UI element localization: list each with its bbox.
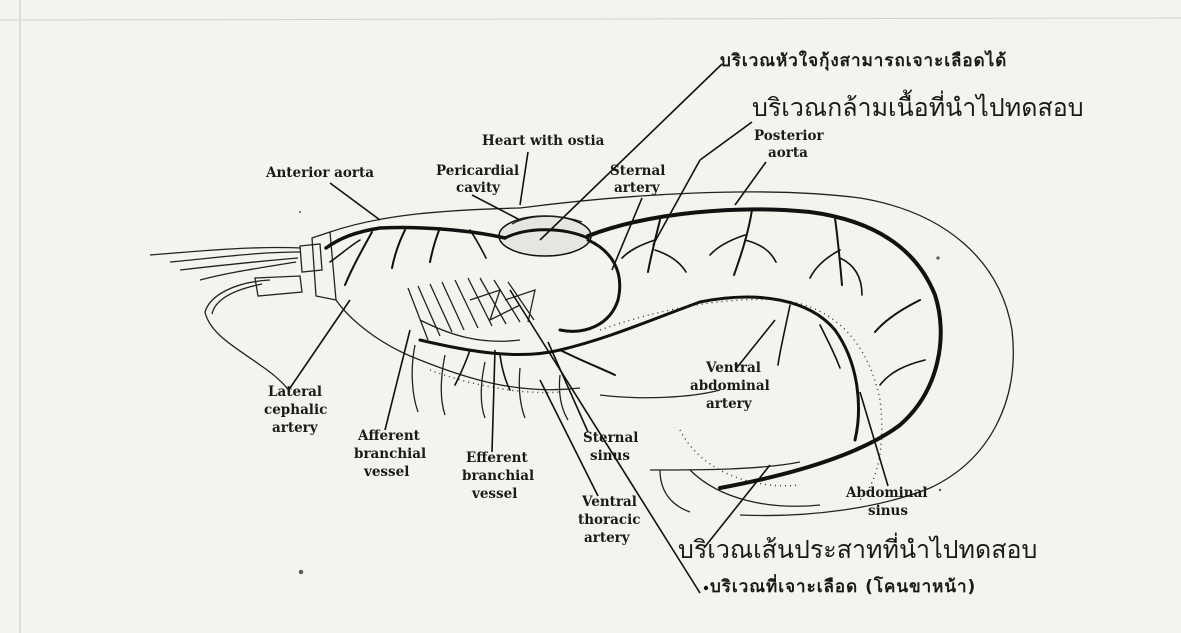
label-posterior-aorta: Posterior aorta bbox=[754, 128, 828, 161]
english-labels: Heart with ostia Pericardial cavity Ster… bbox=[264, 128, 932, 546]
label-anterior-aorta: Anterior aorta bbox=[265, 165, 374, 181]
label-afferent-branchial-vessel: Afferent branchial vessel bbox=[354, 428, 431, 480]
label-heart-blood-area: บริเวณหัวใจกุ้งสามารถเจาะเลือดได้ bbox=[720, 50, 1007, 71]
label-heart-with-ostia: Heart with ostia bbox=[482, 133, 605, 149]
posterior-aorta-vessels bbox=[588, 209, 941, 488]
label-ventral-abdominal-artery: Ventral abdominal artery bbox=[690, 360, 774, 412]
scan-edge-top bbox=[0, 18, 1181, 20]
label-nerve-area: บริเวณเส้นประสาทที่นำไปทดสอบ bbox=[678, 532, 1037, 564]
label-efferent-branchial-vessel: Efferent branchial vessel bbox=[462, 450, 539, 502]
label-sternal-sinus: Sternal sinus bbox=[583, 430, 643, 464]
antennae bbox=[150, 247, 300, 392]
label-abdominal-sinus: Abdominal sinus bbox=[845, 485, 932, 519]
label-blood-draw-area: บริเวณที่เจาะเลือด (โคนขาหน้า) bbox=[710, 574, 976, 597]
ventral-arteries bbox=[420, 297, 858, 440]
label-pericardial-cavity: Pericardial cavity bbox=[436, 163, 524, 196]
label-sternal-artery: Sternal artery bbox=[610, 163, 670, 196]
gill-branchial-region bbox=[408, 278, 535, 341]
label-lateral-cephalic-artery: Lateral cephalic artery bbox=[264, 384, 332, 436]
anterior-aorta-vessels bbox=[326, 227, 505, 285]
label-ventral-thoracic-artery: Ventral thoracic artery bbox=[578, 494, 645, 546]
label-muscle-area: บริเวณกล้ามเนื้อที่นำไปทดสอบ bbox=[752, 89, 1084, 122]
